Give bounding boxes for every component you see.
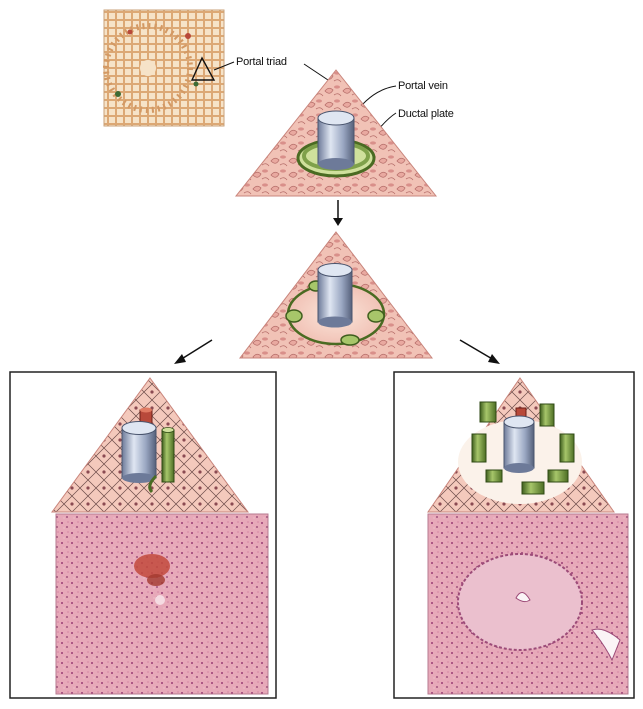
ductal-plate-label: Ductal plate — [398, 108, 454, 120]
arrow-down — [333, 200, 343, 226]
lobule-inset — [104, 10, 224, 126]
portal-triad-label: Portal triad — [236, 56, 287, 68]
panel-left-normal — [10, 372, 276, 698]
arrow-right — [460, 340, 500, 364]
panel-right-malformation — [394, 372, 634, 698]
portal-triad-stage-2 — [240, 232, 432, 358]
arrow-left — [174, 340, 212, 364]
portal-vein-label: Portal vein — [398, 80, 448, 92]
